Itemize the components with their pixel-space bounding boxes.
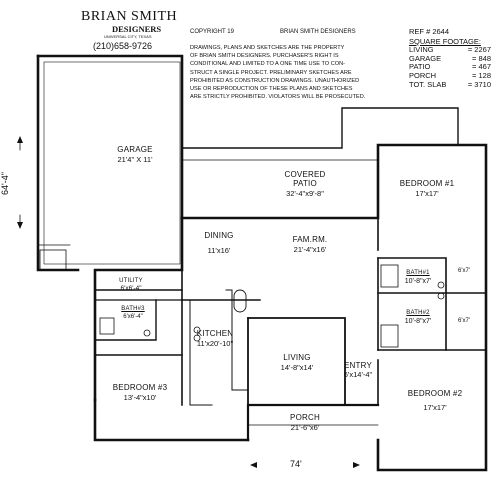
- room-bath-3: BATH#3 6'x6'-4": [114, 306, 152, 320]
- room-size: 6'x6'-4": [120, 285, 142, 292]
- room-name: PORCH: [290, 413, 320, 422]
- room-size: 17'x17': [415, 189, 439, 198]
- company-location: UNIVERSAL CITY, TEXAS: [104, 34, 152, 39]
- room-name: COVERED: [284, 170, 326, 179]
- room-name: LIVING: [283, 353, 311, 362]
- room-name: FAM.RM.: [292, 235, 328, 244]
- room-name: UTILITY: [119, 278, 143, 284]
- room-size: 32'-4"x9'-8": [286, 189, 324, 198]
- notice-line: USE OR REPRODUCTION OF THESE PLANS AND S…: [190, 86, 353, 93]
- stat-value: = 3710: [467, 79, 491, 89]
- room-size: 21'-4"x16': [293, 245, 327, 254]
- notice-line: ARE STRICTLY PROHIBITED. VIOLATORS WILL …: [190, 94, 366, 101]
- room-bedroom-3: BEDROOM #3 13'-4"x10': [100, 384, 180, 402]
- room-bedroom-2: BEDROOM #2 17'x17': [395, 390, 475, 412]
- room-utility: UTILITY 6'x6'-4": [112, 278, 150, 293]
- stat-row: PORCH = 128: [409, 70, 491, 81]
- width-dimension: 74': [290, 459, 302, 469]
- notice-line: PROHIBITED AS CONSTRUCTION DRAWINGS. UNA…: [190, 77, 360, 84]
- room-name: GARAGE: [117, 145, 153, 154]
- room-size: 21'-6"x6': [290, 423, 320, 432]
- stat-value: = 2267: [467, 45, 491, 55]
- stat-value: = 848: [472, 53, 491, 63]
- notice-line: STRUCT A SINGLE PROJECT. PRELIMINARY SKE…: [190, 69, 352, 76]
- room-size: 17'x17': [423, 403, 447, 412]
- stat-label: LIVING: [409, 45, 434, 55]
- room-name: BATH#2: [406, 310, 430, 316]
- square-footage-heading: SQUARE FOOTAGE:: [409, 36, 481, 46]
- room-bath-1: BATH#1 10'-8"x7': [398, 270, 438, 285]
- company-subtitle: DESIGNERS: [112, 24, 162, 34]
- room-dining: DINING 11'x16': [194, 232, 244, 255]
- depth-dimension: 64'-4": [0, 172, 10, 195]
- room-entry: ENTRY 6'x14'-4": [335, 362, 381, 379]
- room-bedroom-1: BEDROOM #1 17'x17': [392, 180, 462, 198]
- room-garage: GARAGE 21'4" X 11': [95, 146, 175, 164]
- room-size: 10'-8"x7': [404, 278, 432, 285]
- notice-line: OF BRIAN SMITH DESIGNERS. PURCHASER'S RI…: [190, 53, 339, 60]
- room-size: 13'-4"x10': [123, 393, 157, 402]
- stat-label: PORCH: [409, 70, 437, 80]
- room-name: KITCHEN: [196, 329, 234, 338]
- copyright-owner: BRIAN SMITH DESIGNERS: [280, 29, 356, 35]
- stat-row: TOT. SLAB = 3710: [409, 79, 491, 90]
- room-size: 6'x7': [458, 318, 470, 324]
- stat-row: PATIO = 467: [409, 63, 491, 72]
- room-size: 6'x14'-4": [343, 370, 373, 379]
- room-covered-patio: COVERED PATIO 32'-4"x9'-8": [265, 171, 345, 198]
- room-name: BATH#3: [121, 306, 145, 312]
- room-name: BEDROOM #3: [112, 383, 168, 392]
- notice-line: CONDITIONAL AND LIMITED TO A ONE TIME US…: [190, 61, 345, 68]
- room-size: 6'x6'-4": [123, 314, 143, 320]
- stat-label: PATIO: [409, 62, 431, 72]
- room-kitchen: KITCHEN 11'x20'-10": [190, 330, 240, 348]
- stat-label: TOT. SLAB: [409, 79, 447, 89]
- stat-value: = 128: [472, 70, 491, 80]
- room-porch: PORCH 21'-6"x6': [270, 414, 340, 432]
- room-size: 11'x16': [207, 246, 231, 255]
- room-name: DINING: [204, 231, 234, 240]
- room-name: ENTRY: [344, 361, 372, 370]
- room-size: 21'4" X 11': [117, 155, 153, 164]
- stat-row: LIVING = 2267: [409, 46, 491, 55]
- copyright-label: COPYRIGHT 19: [190, 29, 234, 35]
- room-name: BEDROOM #1: [399, 179, 455, 188]
- copyright-notice: DRAWINGS, PLANS AND SKETCHES ARE THE PRO…: [190, 44, 365, 101]
- room-size: 14'-8"x14': [280, 363, 314, 372]
- room-living: LIVING 14'-8"x14': [262, 354, 332, 372]
- room-name-line2: PATIO: [293, 179, 317, 188]
- room-size: 10'-8"x7': [404, 318, 432, 325]
- room-closet-1: 6'x7': [450, 266, 478, 274]
- stat-value: = 467: [472, 62, 491, 72]
- room-size: 11'x20'-10": [196, 339, 234, 348]
- room-name: BEDROOM #2: [407, 389, 463, 398]
- square-footage-table: REF # 2644 SQUARE FOOTAGE: LIVING= 2267 …: [409, 27, 491, 90]
- room-bath-2: BATH#2 10'-8"x7': [398, 310, 438, 325]
- room-name: BATH#1: [406, 270, 430, 276]
- stat-label: GARAGE: [409, 53, 442, 63]
- notice-line: DRAWINGS, PLANS AND SKETCHES ARE THE PRO…: [190, 45, 345, 51]
- ref-number: REF # 2644: [409, 27, 450, 36]
- company-phone: (210)658-9726: [93, 41, 153, 51]
- company-name: BRIAN SMITH: [81, 9, 178, 24]
- room-size: 6'x7': [458, 268, 470, 274]
- stat-row: GARAGE = 848: [409, 53, 491, 64]
- room-closet-2: 6'x7': [450, 316, 478, 324]
- room-family: FAM.RM. 21'-4"x16': [275, 236, 345, 254]
